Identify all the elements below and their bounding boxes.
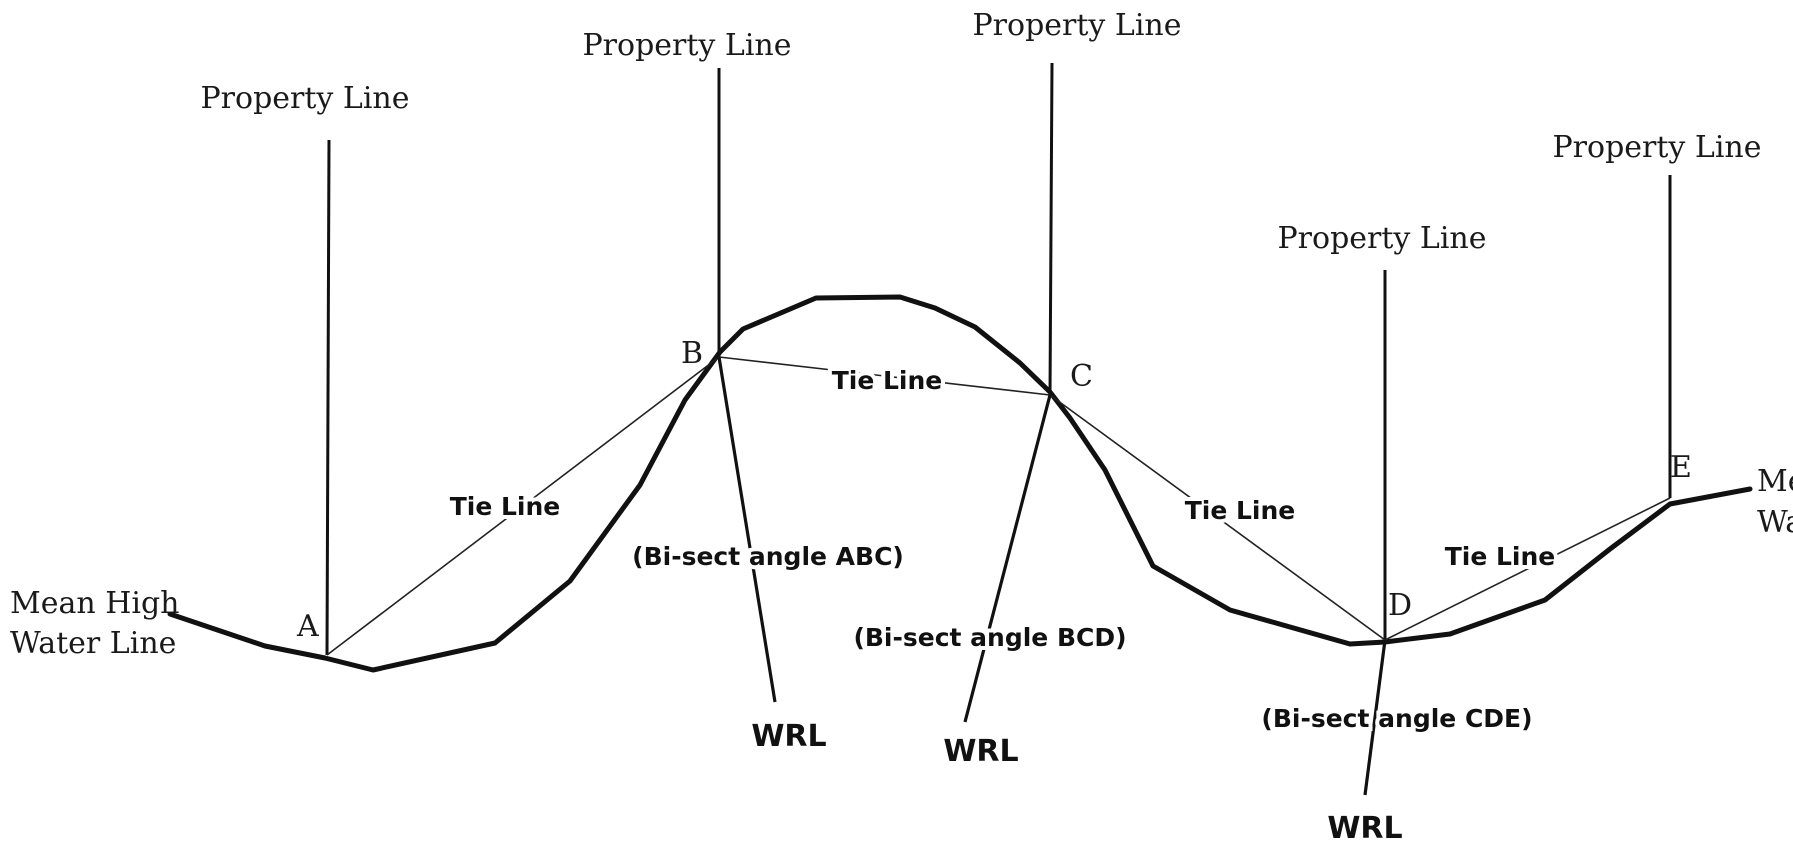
property-line-a [325, 139, 331, 656]
property-line-label-a: Property Line [200, 81, 409, 116]
property-line-label-c: Property Line [972, 8, 1181, 43]
wrl-line-c [963, 394, 1052, 723]
property-line-c [1048, 62, 1054, 396]
mean-high-water-label-left-2: Water Line [10, 626, 176, 661]
tie-line-label-cd: Tie Line [1185, 496, 1296, 525]
tie-line-label-ab: Tie Line [450, 492, 561, 521]
mean-high-water-label-left-1: Mean High [10, 586, 180, 621]
wrl-line-b [717, 356, 777, 703]
bisect-label-cde: (Bi-sect angle CDE) [1261, 704, 1532, 733]
point-label-e: E [1670, 450, 1692, 485]
wrl-line-d [1363, 639, 1387, 796]
property-line-label-b: Property Line [582, 28, 791, 63]
mean-high-water-line [167, 294, 1753, 673]
wrl-label-d: WRL [1327, 811, 1402, 845]
property-line-label-e: Property Line [1552, 130, 1761, 165]
tie-line-label-de: Tie Line [1445, 542, 1556, 571]
tie-line-ab [326, 356, 720, 656]
bisect-label-bcd: (Bi-sect angle BCD) [853, 623, 1126, 652]
tie-line-label-bc: Tie Line [832, 366, 943, 395]
wrl-label-c: WRL [943, 734, 1018, 769]
tie-line-de [1384, 497, 1671, 641]
point-label-b: B [681, 336, 703, 371]
property-line-label-d: Property Line [1277, 221, 1486, 256]
mean-high-water-label-right-2: Wa [1757, 505, 1793, 540]
point-label-d: D [1388, 588, 1412, 623]
point-label-a: A [296, 609, 319, 644]
mean-high-water-label-right-1: Me [1757, 464, 1793, 499]
tie-line-cd [1049, 394, 1386, 641]
point-label-c: C [1070, 359, 1093, 394]
bisect-label-abc: (Bi-sect angle ABC) [632, 542, 904, 571]
wrl-label-b: WRL [751, 719, 826, 754]
tie-line-bc [718, 356, 1051, 396]
